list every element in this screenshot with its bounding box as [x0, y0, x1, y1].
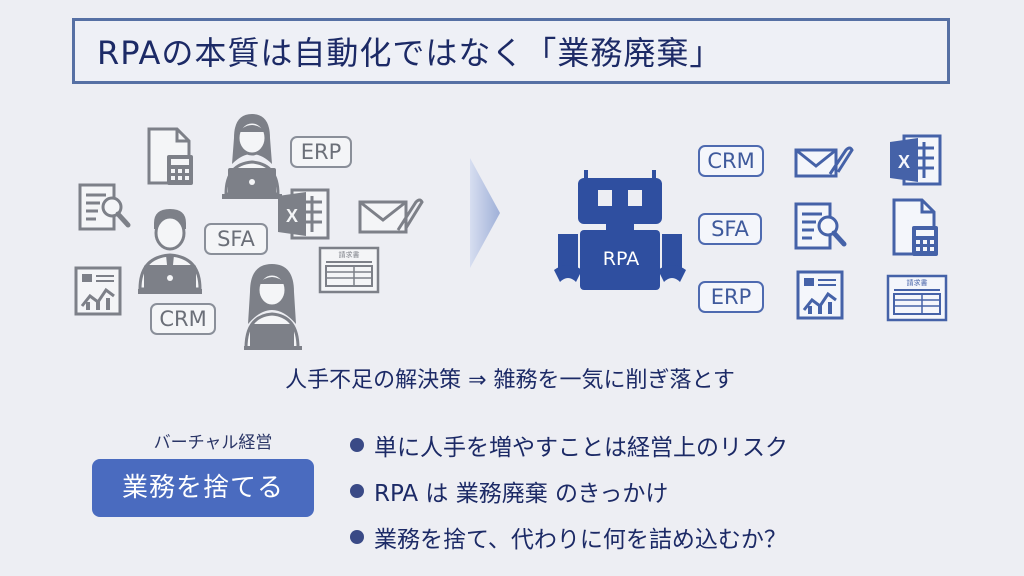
calculator-document-icon-blue: [892, 198, 938, 256]
woman-laptop-icon: [222, 114, 282, 199]
bullet-item-3: 業務を捨て、代わりに何を詰め込むか？: [350, 520, 787, 554]
mail-attachment-icon: [358, 198, 424, 234]
title-box: RPAの本質は自動化ではなく「業務廃棄」: [72, 18, 950, 84]
right-icon-cluster: X 請求書: [794, 134, 948, 322]
excel-icon: X: [278, 188, 330, 240]
bullet-item-1: 単に人手を増やすことは経営上のリスク: [350, 428, 788, 462]
chart-report-icon: [74, 266, 122, 316]
discard-business-button[interactable]: 業務を捨てる: [92, 459, 314, 517]
subtitle: 人手不足の解決策 ⇒ 雑務を一気に削ぎ落とす: [285, 368, 735, 393]
calculator-document-icon: [147, 127, 193, 185]
bullet-dot-icon: [350, 438, 364, 452]
chevron-right-icon: [470, 158, 500, 268]
man-laptop-icon: [138, 209, 202, 294]
sfa-tag-gray: SFA: [204, 223, 268, 255]
sfa-tag-blue: SFA: [698, 213, 762, 245]
robot-label: RPA: [602, 248, 640, 270]
invoice-heading-blue: 請求書: [907, 278, 928, 287]
robot-icon: [554, 170, 686, 290]
mail-attachment-icon-blue: [794, 146, 854, 178]
search-document-icon-blue: [794, 202, 847, 250]
excel-icon-blue: X: [890, 134, 942, 186]
erp-tag-blue: ERP: [698, 281, 764, 313]
crm-tag-gray: CRM: [150, 303, 216, 335]
bullet-text: 業務を捨て、代わりに何を詰め込むか？: [374, 527, 787, 553]
woman-laptop-icon-2: [244, 264, 302, 350]
bullet-item-2: RPA は 業務廃棄 のきっかけ: [350, 474, 668, 508]
excel-letter-blue: X: [898, 152, 910, 172]
bullet-dot-icon: [350, 484, 364, 498]
page-title: RPAの本質は自動化ではなく「業務廃棄」: [97, 34, 723, 72]
excel-letter: X: [286, 206, 298, 226]
virtual-management-label: バーチャル経営: [153, 433, 273, 453]
bullet-text: 単に人手を増やすことは経営上のリスク: [374, 435, 788, 461]
crm-tag-blue: CRM: [698, 145, 764, 177]
chart-report-icon-blue: [796, 270, 844, 320]
invoice-icon-blue: 請求書: [886, 274, 948, 322]
erp-tag-gray: ERP: [290, 136, 352, 168]
invoice-heading: 請求書: [339, 250, 360, 259]
search-document-icon: [78, 183, 131, 231]
left-icon-cluster: X 請求書: [74, 114, 424, 350]
bullet-text: RPA は 業務廃棄 のきっかけ: [374, 481, 669, 507]
bullet-dot-icon: [350, 530, 364, 544]
invoice-icon: 請求書: [318, 246, 380, 294]
